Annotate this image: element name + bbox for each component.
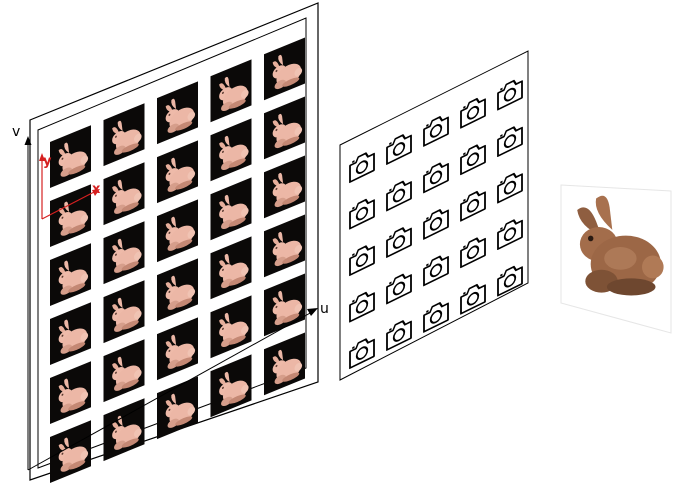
rendered-view-plane [561,185,671,333]
light-field-view-tile [50,125,91,188]
light-field-view-tile [264,96,305,159]
v-axis: v [12,124,32,470]
light-field-view-tile [211,118,252,181]
light-field-view-tile [211,236,252,299]
camera-array-frame [340,51,528,380]
v-axis-label: v [12,124,20,140]
light-field-view-tile [104,398,145,461]
light-field-view-tile [157,199,198,262]
u-axis-label: u [320,301,329,317]
light-field-view-tile [50,302,91,365]
light-field-view-tile [157,317,198,380]
light-field-view-tile [104,221,145,284]
light-field-view-tile [50,184,91,247]
light-field-view-tile [50,420,91,483]
light-field-view-tile [211,59,252,122]
local-y-label: y [43,154,52,169]
light-field-view-tile [211,177,252,240]
light-field-plane [30,3,318,483]
local-x-label: x [92,182,101,197]
light-field-view-tile [157,140,198,203]
light-field-view-tile [104,280,145,343]
light-field-view-tile [50,361,91,424]
light-field-view-tile [157,376,198,439]
light-field-view-tile [264,214,305,277]
light-field-view-tile [264,37,305,100]
light-field-view-tile [211,354,252,417]
light-field-view-tile [264,155,305,218]
light-field-view-tile [104,339,145,402]
light-field-view-tile [104,162,145,225]
light-field-view-tile [50,243,91,306]
light-field-view-tile [157,81,198,144]
light-field-view-tile [157,258,198,321]
light-field-view-tile [104,103,145,166]
camera-array-plane [340,51,528,380]
light-field-grid [50,37,305,483]
light-field-view-tile [264,332,305,395]
